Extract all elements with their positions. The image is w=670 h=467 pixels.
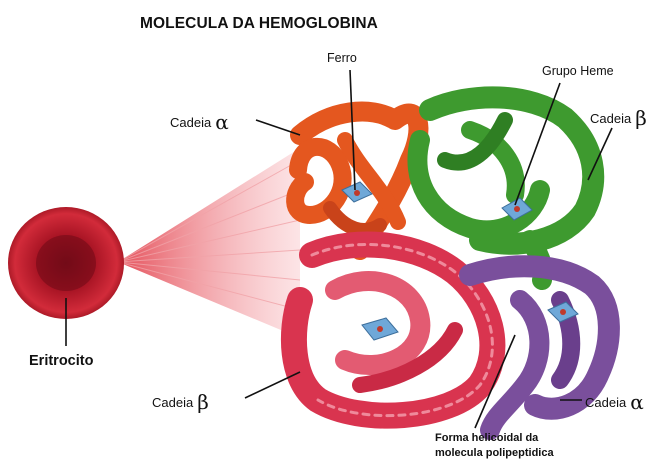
alpha-symbol: α — [215, 110, 229, 134]
forma-line-2: molecula polipeptidica — [435, 447, 554, 459]
cadeia-text: Cadeia — [152, 395, 193, 410]
beta-symbol: β — [635, 106, 647, 130]
magnification-beam — [118, 148, 300, 338]
forma-line-1: Forma helicoidal da — [435, 432, 538, 444]
label-forma-helicoidal: Forma helicoidal da molecula polipeptidi… — [435, 431, 605, 461]
label-ferro: Ferro — [327, 52, 357, 65]
alpha-chain-top — [295, 112, 418, 250]
cadeia-text: Cadeia — [590, 111, 631, 126]
cadeia-text: Cadeia — [585, 395, 626, 410]
label-grupo-heme: Grupo Heme — [542, 65, 614, 78]
cadeia-text: Cadeia — [170, 115, 211, 130]
label-eritrocito: Eritrocito — [29, 354, 93, 369]
beta-symbol: β — [197, 390, 209, 414]
alpha-symbol: α — [630, 390, 644, 414]
diagram-title: MOLECULA DA HEMOGLOBINA — [140, 16, 378, 32]
